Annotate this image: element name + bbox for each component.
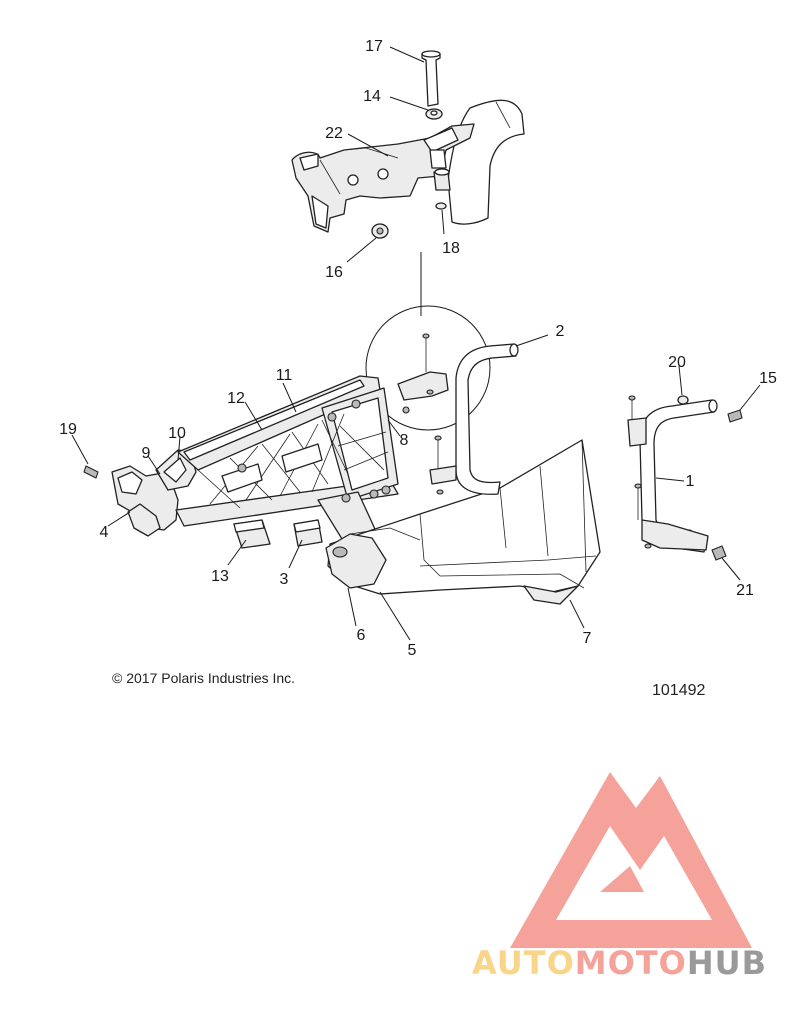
detail-circle [365,305,491,431]
callout-12: 12 [227,390,245,407]
tube-assembly-1 [627,395,743,561]
callout-15: 15 [759,370,777,387]
callout-17: 17 [365,38,383,55]
wordmark-hub: HUB [686,944,768,982]
watermark-wordmark: AUTOMOTOHUB [472,944,767,982]
callout-19: 19 [59,421,77,438]
watermark-logo [510,772,752,948]
wordmark-moto: MOTO [574,944,687,982]
callout-8: 8 [400,432,409,449]
figure-number: 101492 [652,682,706,699]
callout-10: 10 [168,425,186,442]
callout-21: 21 [736,582,754,599]
callout-4: 4 [100,524,109,541]
side-panel-assembly [325,439,601,605]
main-frame-assembly [83,375,399,553]
callout-2: 2 [556,323,565,340]
callout-18: 18 [442,240,460,257]
callout-5: 5 [408,642,417,659]
upper-mount-detail [291,50,525,239]
copyright-notice: © 2017 Polaris Industries Inc. [112,670,296,686]
callout-labels: 17 14 22 18 16 2 20 15 11 12 19 10 8 9 1… [59,38,777,659]
callout-20: 20 [668,354,686,371]
callout-11: 11 [276,367,293,384]
callout-14: 14 [363,88,381,105]
tube-assembly-2 [397,333,519,495]
leader-lines [71,46,761,641]
callout-9: 9 [142,445,151,462]
callout-22: 22 [325,125,343,142]
callout-1: 1 [686,473,695,490]
callout-6: 6 [357,627,366,644]
callout-13: 13 [211,568,229,585]
callout-3: 3 [280,571,289,588]
callout-7: 7 [583,630,592,647]
callout-16: 16 [325,264,343,281]
wordmark-auto: AUTO [472,944,575,982]
